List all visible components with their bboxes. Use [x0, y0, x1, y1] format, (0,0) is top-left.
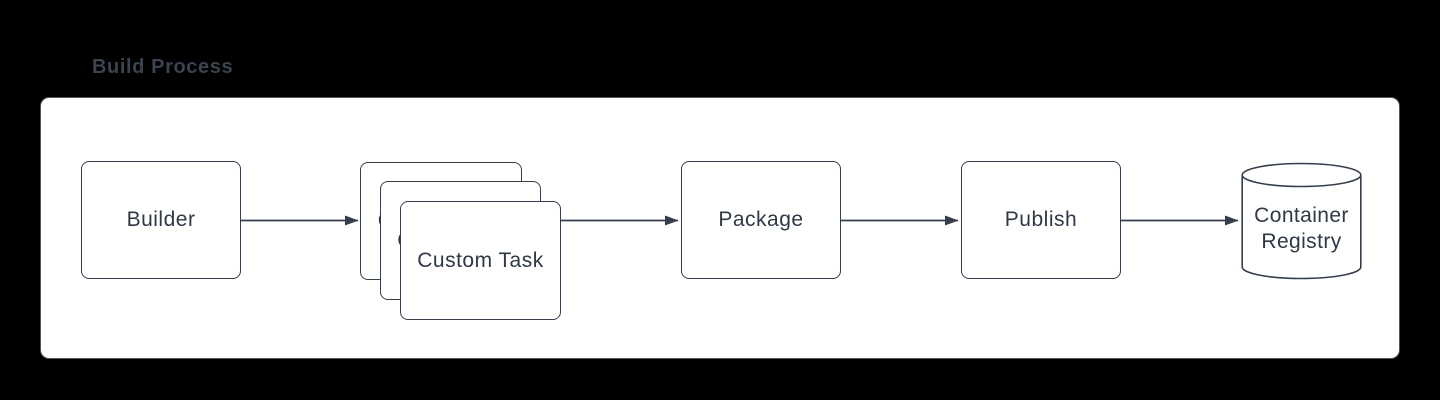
cylinder-icon: [1241, 162, 1362, 280]
node-custom-task-label: Custom Task: [417, 248, 544, 272]
node-container-registry-label: Container Registry: [1241, 162, 1362, 280]
node-publish-label: Publish: [1004, 208, 1078, 231]
registry-label-line1: Container: [1254, 204, 1349, 227]
node-builder: Builder: [81, 161, 241, 279]
node-package: Package: [681, 161, 841, 279]
diagram-title: Build Process: [92, 56, 234, 78]
node-builder-label: Builder: [126, 208, 196, 231]
diagram-panel: Builder Custom Task Custom Task Custom T…: [40, 97, 1400, 359]
node-package-label: Package: [718, 208, 804, 231]
node-custom-task: Custom Task: [400, 201, 561, 320]
registry-label-line2: Registry: [1261, 230, 1342, 253]
node-publish: Publish: [961, 161, 1121, 279]
node-container-registry: Container Registry: [1241, 162, 1362, 280]
